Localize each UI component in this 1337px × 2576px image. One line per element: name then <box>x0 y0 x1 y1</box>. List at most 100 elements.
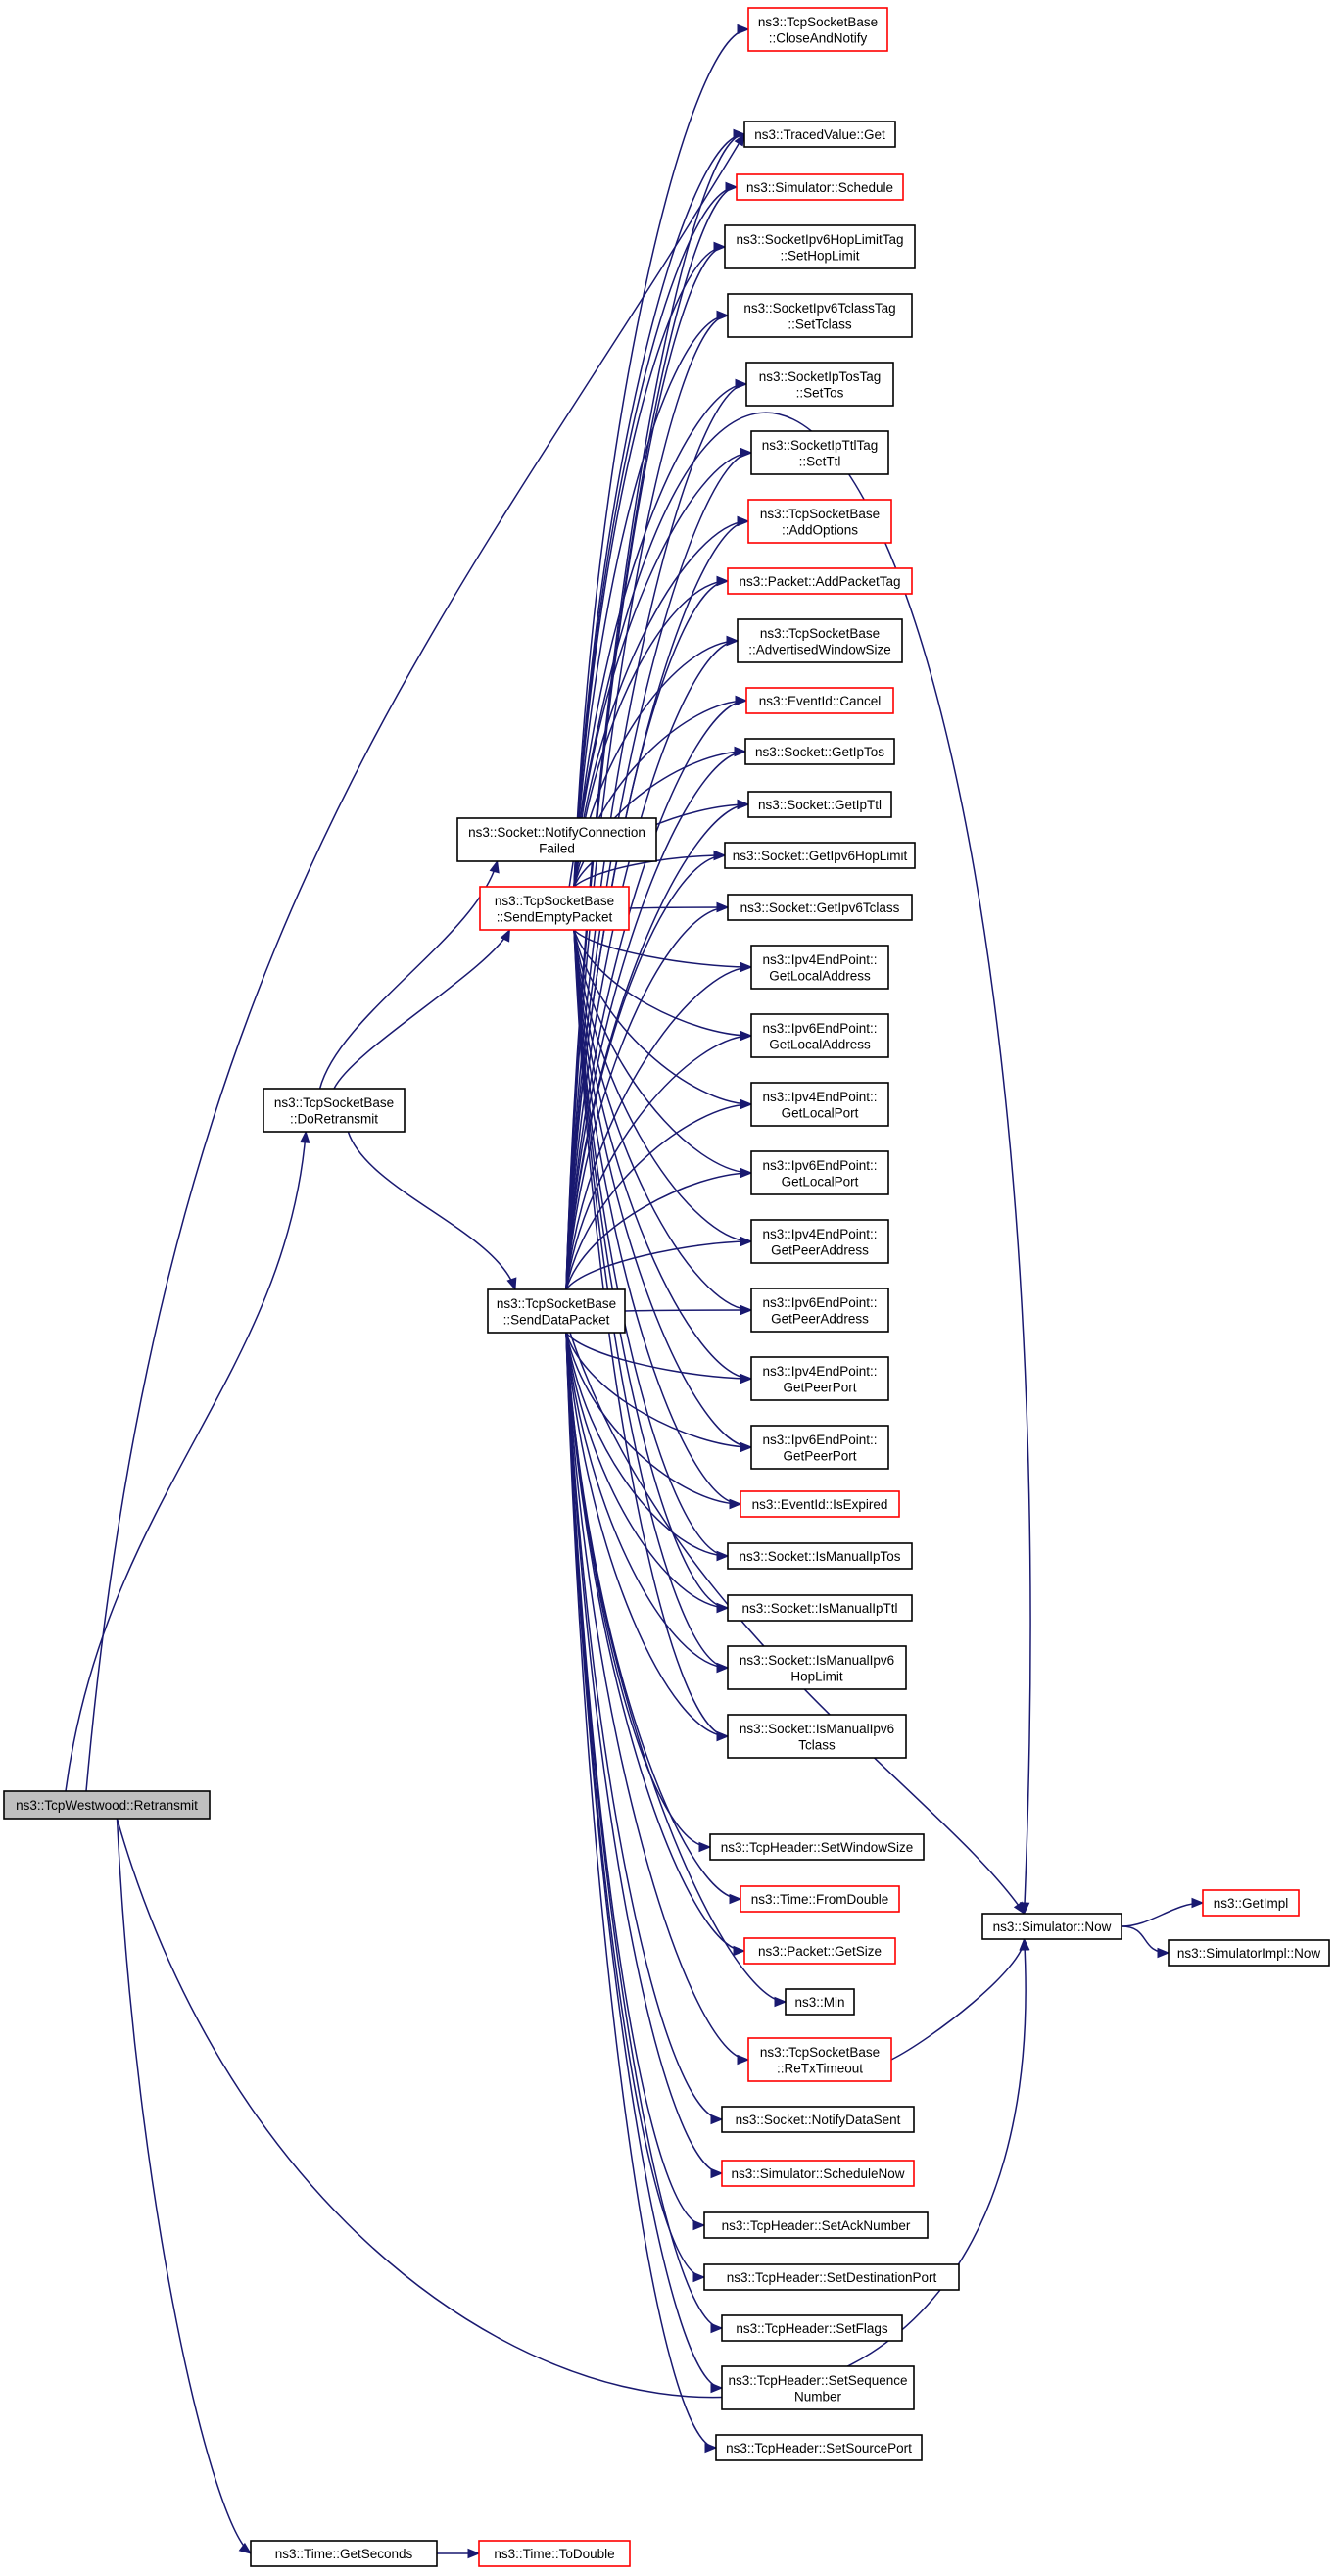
node-schedule-now[interactable]: ns3::Simulator::ScheduleNow <box>721 2160 915 2187</box>
arrowhead <box>710 2322 724 2334</box>
node-set-flags[interactable]: ns3::TcpHeader::SetFlags <box>721 2314 903 2342</box>
node-box <box>727 1542 913 1570</box>
node-label: ns3::TcpHeader::SetSourcePort <box>726 2441 912 2455</box>
node-get-ip-tos[interactable]: ns3::Socket::GetIpTos <box>744 738 895 765</box>
node-label: Tclass <box>798 1737 836 1752</box>
node-schedule[interactable]: ns3::Simulator::Schedule <box>736 173 904 201</box>
node-label: ns3::Time::FromDouble <box>751 1892 889 1907</box>
node-add-options[interactable]: ns3::TcpSocketBase::AddOptions <box>747 499 892 544</box>
node-label: ns3::TcpHeader::SetSequence <box>728 2373 907 2388</box>
node-box <box>727 894 913 921</box>
edge-send-empty-to-traced-get <box>573 133 745 888</box>
node-box <box>747 791 892 818</box>
node-from-double[interactable]: ns3::Time::FromDouble <box>740 1885 900 1913</box>
edge-send-empty-to-close-notify <box>573 28 749 888</box>
node-root[interactable]: ns3::TcpWestwood::Retransmit <box>3 1790 211 1820</box>
node-label: ns3::Socket::IsManualIpTos <box>739 1549 900 1564</box>
node-is-manual-tos[interactable]: ns3::Socket::IsManualIpTos <box>727 1542 913 1570</box>
edge-send-data-to-min <box>565 1332 787 2003</box>
node-now[interactable]: ns3::Simulator::Now <box>981 1913 1122 1940</box>
node-min[interactable]: ns3::Min <box>785 1988 855 2016</box>
node-label: ns3::Simulator::Now <box>993 1920 1112 1934</box>
node-close-notify[interactable]: ns3::TcpSocketBase::CloseAndNotify <box>747 7 888 52</box>
edge-send-data-to-v4-local-port <box>565 1103 752 1290</box>
node-label: ::SendEmptyPacket <box>497 909 613 924</box>
node-box <box>745 687 894 714</box>
node-v6-local-addr[interactable]: ns3::Ipv6EndPoint::GetLocalAddress <box>750 1013 889 1058</box>
node-label: ns3::Ipv4EndPoint:: <box>762 1227 877 1241</box>
node-label: ::ReTxTimeout <box>777 2061 863 2075</box>
node-box <box>721 2314 903 2342</box>
node-box <box>703 2263 960 2291</box>
node-label: ::DoRetransmit <box>290 1111 378 1126</box>
edge-send-data-to-get-ipv6-tclass <box>565 906 729 1290</box>
node-to-double[interactable]: ns3::Time::ToDouble <box>478 2540 631 2567</box>
node-send-data[interactable]: ns3::TcpSocketBase::SendDataPacket <box>487 1288 626 1334</box>
arrowhead <box>506 1277 517 1291</box>
node-get-ipv6-tclass[interactable]: ns3::Socket::GetIpv6Tclass <box>727 894 913 921</box>
arrowhead <box>467 2548 481 2559</box>
node-box <box>750 1013 889 1058</box>
node-is-manual-ttl[interactable]: ns3::Socket::IsManualIpTtl <box>727 1594 913 1622</box>
node-get-size[interactable]: ns3::Packet::GetSize <box>743 1937 896 1965</box>
node-get-impl[interactable]: ns3::GetImpl <box>1202 1889 1300 1917</box>
node-add-packet-tag[interactable]: ns3::Packet::AddPacketTag <box>727 567 913 595</box>
arrowhead <box>300 1130 310 1143</box>
node-v6-local-port[interactable]: ns3::Ipv6EndPoint::GetLocalPort <box>750 1150 889 1195</box>
node-do-retransmit[interactable]: ns3::TcpSocketBase::DoRetransmit <box>263 1088 406 1133</box>
node-tclass-tag[interactable]: ns3::SocketIpv6TclassTag::SetTclass <box>727 293 913 338</box>
node-label: GetPeerAddress <box>771 1311 869 1326</box>
node-v4-peer-addr[interactable]: ns3::Ipv4EndPoint::GetPeerAddress <box>750 1219 889 1264</box>
edge-send-data-to-notify-data-sent <box>565 1332 723 2120</box>
node-label: ns3::Ipv4EndPoint:: <box>762 1364 877 1379</box>
node-v4-local-port[interactable]: ns3::Ipv4EndPoint::GetLocalPort <box>750 1082 889 1127</box>
node-v4-local-addr[interactable]: ns3::Ipv4EndPoint::GetLocalAddress <box>750 945 889 990</box>
node-label: ns3::Packet::AddPacketTag <box>739 574 900 589</box>
node-is-expired[interactable]: ns3::EventId::IsExpired <box>740 1490 900 1518</box>
node-traced-get[interactable]: ns3::TracedValue::Get <box>743 121 896 148</box>
edge-send-empty-to-hop-limit-tag <box>573 246 726 888</box>
arrowhead <box>734 132 745 147</box>
node-box <box>740 1490 900 1518</box>
node-v6-peer-port[interactable]: ns3::Ipv6EndPoint::GetPeerPort <box>750 1425 889 1470</box>
node-ttl-tag[interactable]: ns3::SocketIpTtlTag::SetTtl <box>750 430 889 475</box>
node-label: ns3::Ipv4EndPoint:: <box>762 952 877 967</box>
edge-send-data-to-get-ipv6-hop <box>565 854 726 1290</box>
node-v4-peer-port[interactable]: ns3::Ipv4EndPoint::GetPeerPort <box>750 1356 889 1401</box>
arrowhead <box>740 1167 753 1179</box>
node-adv-win[interactable]: ns3::TcpSocketBase::AdvertisedWindowSize <box>737 618 903 663</box>
node-set-dst-port[interactable]: ns3::TcpHeader::SetDestinationPort <box>703 2263 960 2291</box>
node-tos-tag[interactable]: ns3::SocketIpTosTag::SetTos <box>745 362 894 407</box>
node-set-window-size[interactable]: ns3::TcpHeader::SetWindowSize <box>709 1833 925 1861</box>
node-box <box>709 1833 925 1861</box>
node-label: ns3::TcpHeader::SetWindowSize <box>721 1840 914 1855</box>
node-set-ack[interactable]: ns3::TcpHeader::SetAckNumber <box>703 2211 929 2239</box>
edge-root-to-do-retransmit <box>65 1131 307 1792</box>
node-label: ns3::TcpHeader::SetDestinationPort <box>727 2270 937 2285</box>
node-get-seconds[interactable]: ns3::Time::GetSeconds <box>250 2540 438 2567</box>
node-re-tx-timeout[interactable]: ns3::TcpSocketBase::ReTxTimeout <box>747 2037 892 2082</box>
arrowhead <box>238 2542 253 2554</box>
node-get-ip-ttl[interactable]: ns3::Socket::GetIpTtl <box>747 791 892 818</box>
arrowhead <box>716 1730 730 1742</box>
node-label: GetPeerAddress <box>771 1242 869 1257</box>
node-cancel[interactable]: ns3::EventId::Cancel <box>745 687 894 714</box>
node-hop-limit-tag[interactable]: ns3::SocketIpv6HopLimitTag::SetHopLimit <box>724 224 916 269</box>
node-get-ipv6-hop[interactable]: ns3::Socket::GetIpv6HopLimit <box>724 842 916 869</box>
edge-do-retransmit-to-send-empty <box>333 929 511 1090</box>
arrowhead <box>740 1236 753 1247</box>
edge-send-data-to-tclass-tag <box>565 315 729 1290</box>
node-impl-now[interactable]: ns3::SimulatorImpl::Now <box>1168 1939 1330 1967</box>
edge-send-empty-to-v4-peer-addr <box>573 929 752 1242</box>
node-notify-data-sent[interactable]: ns3::Socket::NotifyDataSent <box>721 2106 915 2133</box>
node-v6-peer-addr[interactable]: ns3::Ipv6EndPoint::GetPeerAddress <box>750 1288 889 1333</box>
node-label: ns3::TcpSocketBase <box>760 507 880 521</box>
node-label: ns3::Socket::IsManualIpv6 <box>740 1653 894 1668</box>
node-send-empty[interactable]: ns3::TcpSocketBase::SendEmptyPacket <box>479 886 630 931</box>
node-label: ns3::Time::GetSeconds <box>275 2547 413 2561</box>
node-set-src-port[interactable]: ns3::TcpHeader::SetSourcePort <box>715 2434 923 2461</box>
